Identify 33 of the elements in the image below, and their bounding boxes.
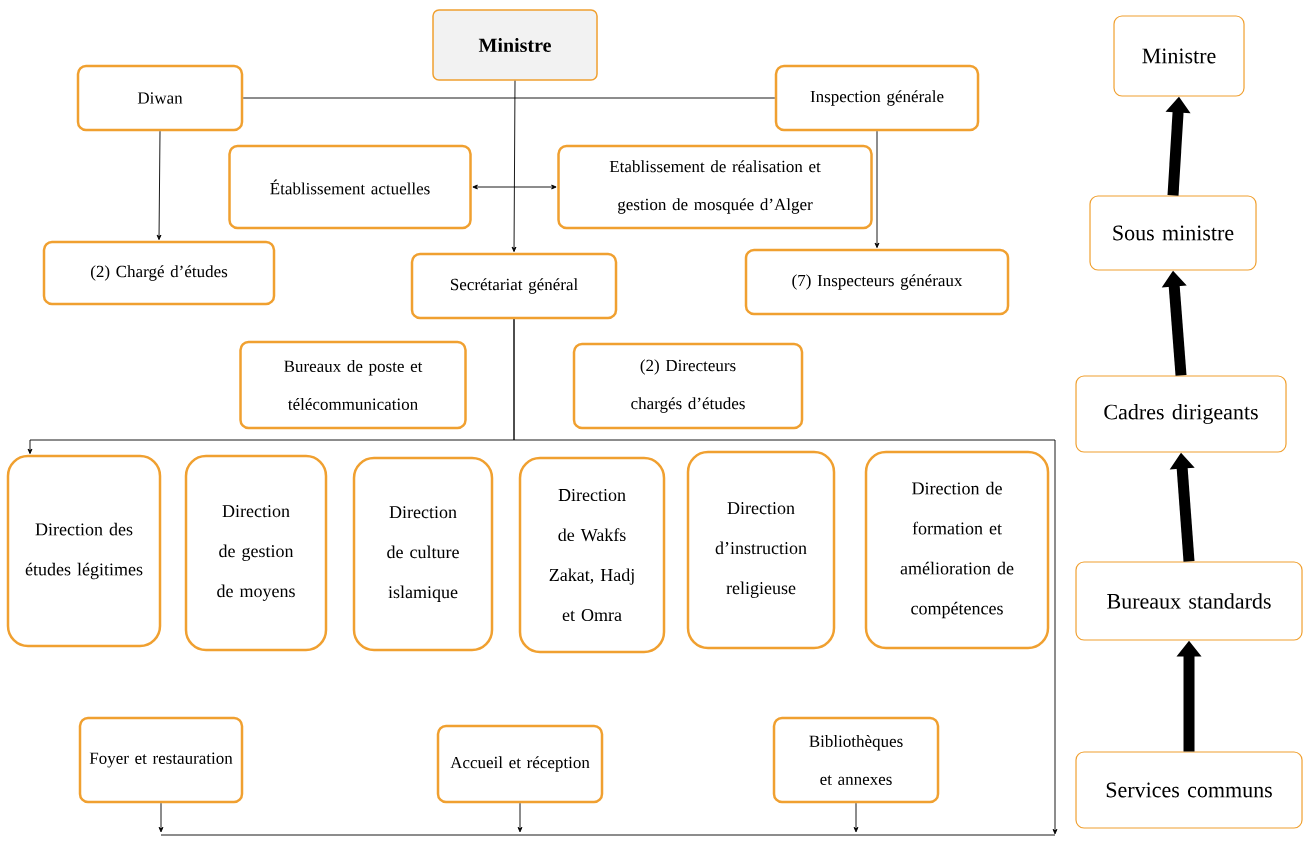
level-box: Ministre [1113, 15, 1245, 97]
direction-box: Direction de culture islamique [352, 456, 494, 652]
arrow [853, 802, 859, 833]
org-box: (2) Chargé d’études [42, 240, 276, 306]
org-box: Inspection générale [774, 64, 980, 132]
level-box: Services communs [1075, 751, 1303, 829]
arrow [156, 130, 162, 241]
level-box: Bureaux standards [1075, 561, 1303, 641]
direction-box: Direction de formation et amélioration de compétences [864, 450, 1050, 650]
org-box: Foyer et restauration [78, 716, 244, 804]
arrow [511, 80, 517, 253]
double-arrow [472, 184, 557, 190]
level-box: Sous ministre [1089, 195, 1257, 271]
arrow [517, 802, 523, 833]
org-box: (7) Inspecteurs généraux [744, 248, 1010, 316]
org-box: (2) Directeurs chargés d’études [572, 342, 804, 430]
direction-box: Direction d’instruction religieuse [686, 450, 836, 650]
connector-line [242, 97, 776, 99]
org-box: Diwan [76, 64, 244, 132]
org-box: Secrétariat général [410, 252, 618, 320]
org-box: Établissement actuelles [228, 144, 472, 230]
org-box: Accueil et réception [436, 724, 604, 804]
direction-box: Direction de gestion de moyens [184, 454, 328, 652]
org-box: Bibliothèques et annexes [772, 716, 940, 804]
org-box: Bureaux de poste et télécommunication [239, 340, 467, 430]
direction-box: Direction de Wakfs Zakat, Hadj et Omra [518, 456, 666, 654]
arrow [513, 318, 1058, 835]
org-box: Etablissement de réalisation et gestion de mosquée d’Alger [557, 144, 873, 230]
arrow [874, 130, 880, 249]
level-box: Cadres dirigeants [1075, 375, 1287, 453]
arrow [158, 802, 164, 833]
title-box: Ministre [432, 9, 598, 81]
direction-box: Direction des études légitimes [6, 454, 162, 648]
